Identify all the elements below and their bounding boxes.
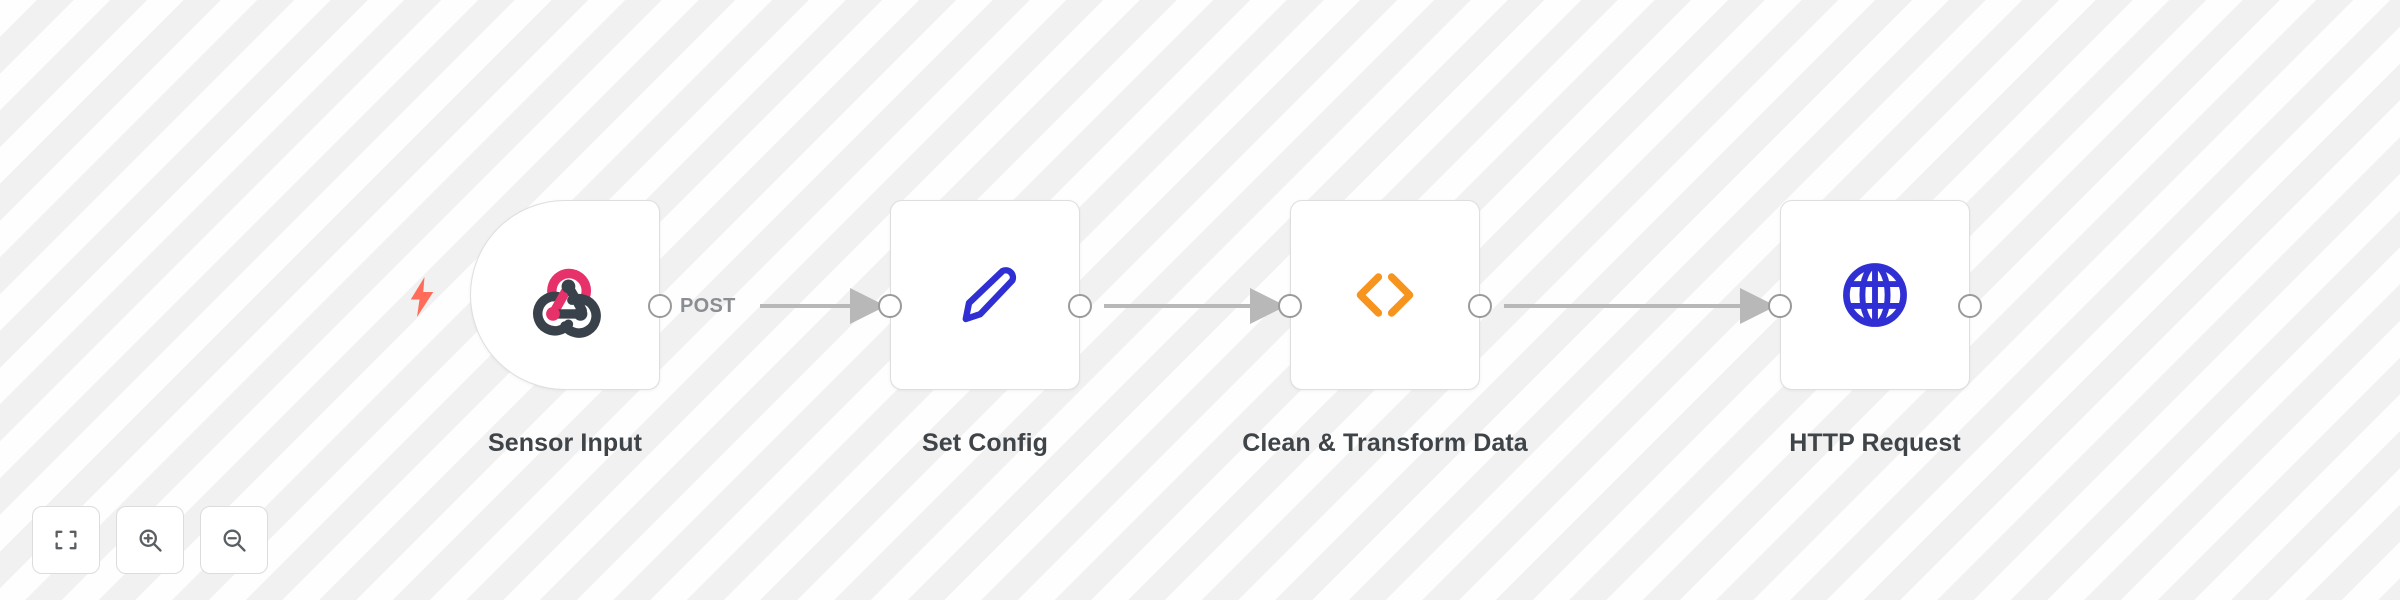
input-port-clean-transform-data[interactable] (1278, 294, 1302, 318)
output-port-clean-transform-data[interactable] (1468, 294, 1492, 318)
node-sensor-input[interactable]: Sensor Input (470, 200, 660, 457)
input-port-set-config[interactable] (878, 294, 902, 318)
fit-view-icon (52, 526, 80, 554)
node-label-clean-transform-data: Clean & Transform Data (1242, 429, 1528, 457)
node-clean-transform-data[interactable]: Clean & Transform Data (1242, 200, 1528, 457)
zoom-in-button[interactable] (116, 506, 184, 574)
node-label-sensor-input: Sensor Input (488, 429, 642, 457)
zoom-out-button[interactable] (200, 506, 268, 574)
output-port-http-request[interactable] (1958, 294, 1982, 318)
fit-view-button[interactable] (32, 506, 100, 574)
lightning-bolt-icon (407, 277, 437, 317)
node-set-config[interactable]: Set Config (890, 200, 1080, 457)
code-icon (1339, 249, 1431, 341)
canvas-controls (32, 506, 268, 574)
webhook-icon (519, 249, 611, 341)
connection-label-post: POST (680, 295, 736, 317)
node-label-set-config: Set Config (922, 429, 1048, 457)
output-port-set-config[interactable] (1068, 294, 1092, 318)
zoom-in-icon (136, 526, 164, 554)
output-port-sensor-input[interactable] (648, 294, 672, 318)
zoom-out-icon (220, 526, 248, 554)
globe-icon (1829, 249, 1921, 341)
pen-icon (939, 249, 1031, 341)
input-port-http-request[interactable] (1768, 294, 1792, 318)
node-label-http-request: HTTP Request (1789, 429, 1961, 457)
node-http-request[interactable]: HTTP Request (1780, 200, 1970, 457)
